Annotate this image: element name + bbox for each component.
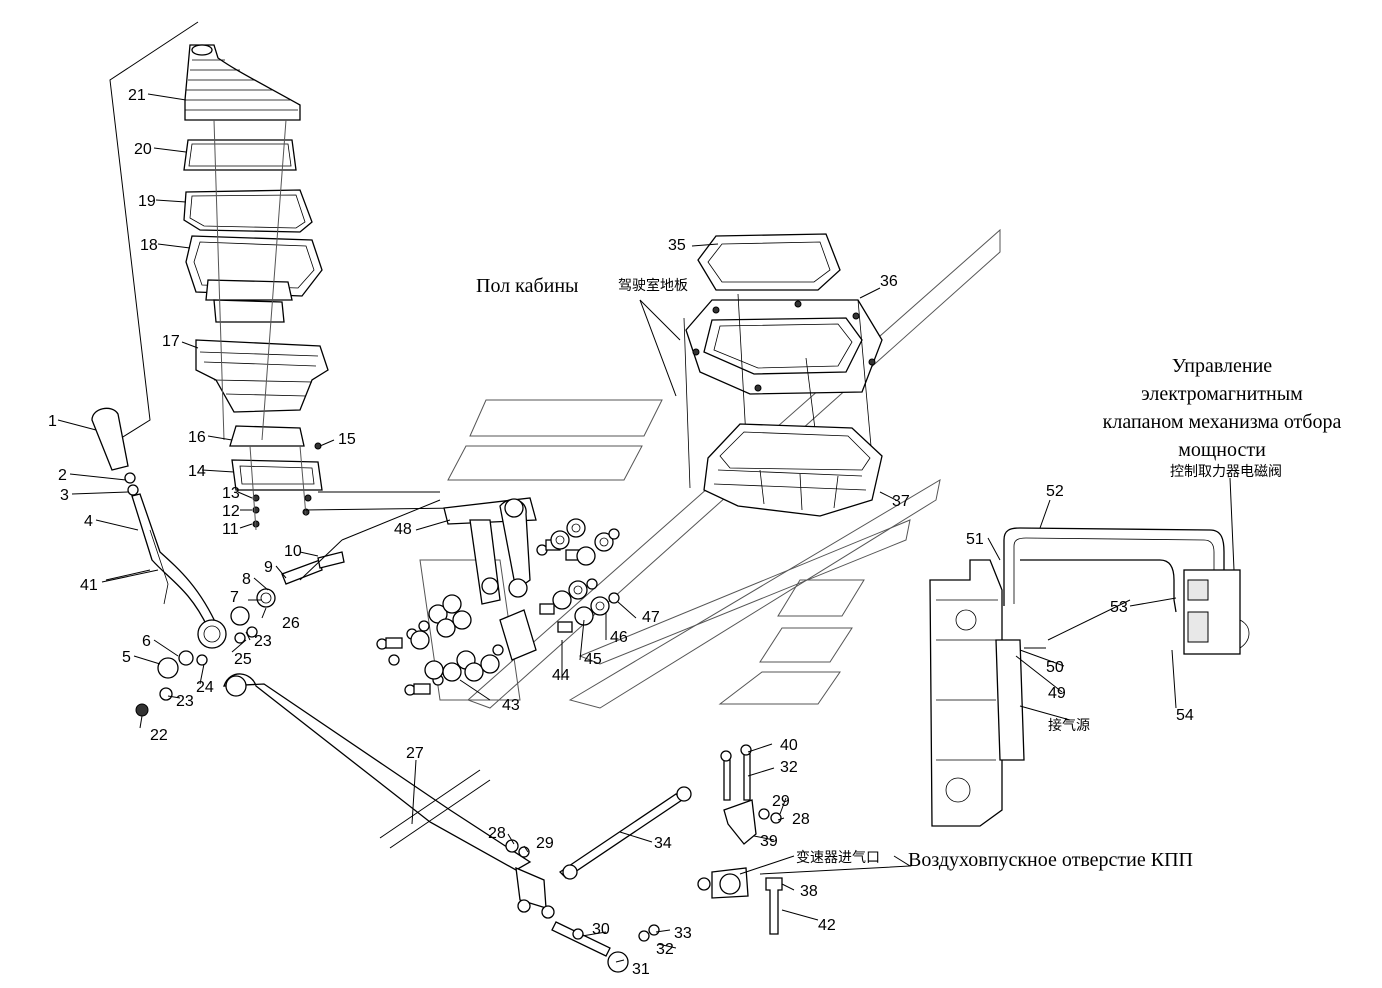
part-number-27: 27 — [406, 745, 424, 762]
gear-lever — [91, 407, 783, 973]
gearbox-inlet-caption-cn: 变速器进气口 — [796, 850, 880, 866]
part-number-28b: 28 — [792, 811, 810, 828]
part-number-50: 50 — [1046, 659, 1064, 676]
part-number-25: 25 — [234, 651, 252, 668]
captions: Пол кабины 驾驶室地板 Управление электромагни… — [476, 275, 1341, 871]
pto-caption-line-3: клапаном механизма отбора — [1103, 411, 1342, 433]
part-number-41: 41 — [80, 577, 98, 594]
air-source-caption: 接气源 — [1048, 717, 1090, 734]
part-number-52: 52 — [1046, 483, 1064, 500]
part-number-6: 6 — [142, 633, 151, 650]
boot-assembly — [109, 21, 461, 531]
part-number-1: 1 — [48, 413, 57, 430]
part-number-15: 15 — [338, 431, 356, 448]
part-number-53: 53 — [1110, 599, 1128, 616]
part-number-4: 4 — [84, 513, 93, 530]
part-number-47: 47 — [642, 609, 660, 626]
part-number-5: 5 — [122, 649, 131, 666]
pto-valve-schematic — [929, 527, 1250, 827]
cab-floor-caption-cn: 驾驶室地板 — [618, 277, 688, 294]
washer-row-middle — [539, 578, 620, 633]
lever-arm-assembly — [299, 228, 1001, 709]
part-number-24: 24 — [196, 679, 214, 696]
part-number-37: 37 — [892, 493, 910, 510]
part-number-32b: 32 — [656, 941, 674, 958]
part-number-44: 44 — [552, 667, 570, 684]
washer-row-lower — [376, 594, 504, 696]
part-number-18: 18 — [140, 237, 158, 254]
part-number-32a: 32 — [780, 759, 798, 776]
part-number-40: 40 — [780, 737, 798, 754]
part-number-42: 42 — [818, 917, 836, 934]
part-number-46: 46 — [610, 629, 628, 646]
part-number-49: 49 — [1048, 685, 1066, 702]
part-number-43: 43 — [502, 697, 520, 714]
part-number-29b: 29 — [772, 793, 790, 810]
part-number-29a: 29 — [536, 835, 554, 852]
part-number-54: 54 — [1176, 707, 1194, 724]
part-number-28a: 28 — [488, 825, 506, 842]
part-number-36: 36 — [880, 273, 898, 290]
part-number-20: 20 — [134, 141, 152, 158]
washer-row-upper — [536, 518, 620, 566]
part-number-8: 8 — [242, 571, 251, 588]
part-number-45: 45 — [584, 651, 602, 668]
leader-lines — [57, 93, 1235, 963]
part-number-12: 12 — [222, 503, 240, 520]
part-numbers: 1 2 3 4 41 5 6 7 8 9 10 11 12 13 14 15 1… — [48, 87, 1194, 978]
part-number-35: 35 — [668, 237, 686, 254]
part-number-14: 14 — [188, 463, 206, 480]
part-number-38: 38 — [800, 883, 818, 900]
part-number-33: 33 — [674, 925, 692, 942]
part-number-7: 7 — [230, 589, 239, 606]
part-number-39: 39 — [760, 833, 778, 850]
part-number-26: 26 — [282, 615, 300, 632]
part-number-23a: 23 — [176, 693, 194, 710]
part-number-31: 31 — [632, 961, 650, 978]
part-number-13: 13 — [222, 485, 240, 502]
part-number-17: 17 — [162, 333, 180, 350]
cab-floor-section — [639, 233, 883, 517]
part-number-10: 10 — [284, 543, 302, 560]
cab-floor-caption-ru: Пол кабины — [476, 275, 578, 297]
part-number-3: 3 — [60, 487, 69, 504]
part-number-19: 19 — [138, 193, 156, 210]
gearbox-inlet-caption-ru: Воздуховпускное отверстие КПП — [908, 849, 1193, 871]
pto-caption-line-1: Управление — [1172, 355, 1272, 377]
part-number-11: 11 — [222, 521, 239, 538]
part-number-9: 9 — [264, 559, 273, 576]
part-number-21: 21 — [128, 87, 146, 104]
part-number-22: 22 — [150, 727, 168, 744]
pto-caption-cn: 控制取力器电磁阀 — [1170, 464, 1282, 480]
part-number-51: 51 — [966, 531, 984, 548]
part-number-34: 34 — [654, 835, 672, 852]
pto-caption-line-2: электромагнитным — [1141, 383, 1303, 405]
part-number-23b: 23 — [254, 633, 272, 650]
pto-caption-line-4: мощности — [1178, 439, 1266, 461]
part-number-16: 16 — [188, 429, 206, 446]
part-number-30: 30 — [592, 921, 610, 938]
part-number-48: 48 — [394, 521, 412, 538]
part-number-2: 2 — [58, 467, 67, 484]
